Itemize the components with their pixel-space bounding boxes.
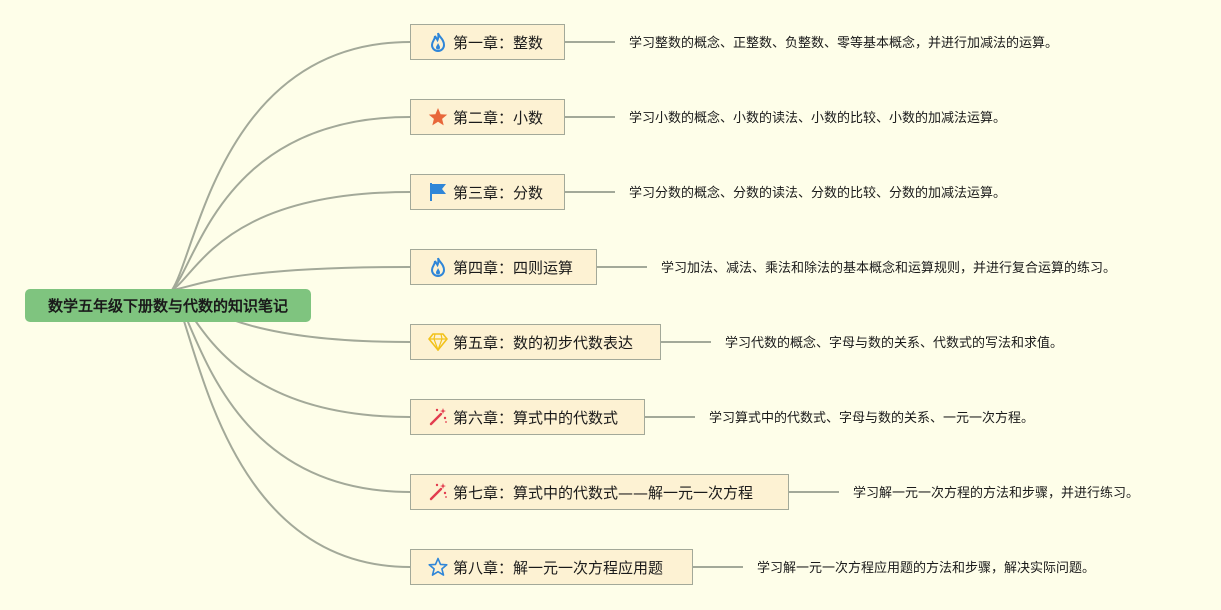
root-to-chapter-connector [171,266,411,291]
chapter-title: 第五章：数的初步代数表达 [453,333,634,352]
root-to-chapter-connector [171,116,411,291]
root-to-chapter-connector [171,191,411,291]
magic-wand-icon [427,406,449,428]
chapter-node-7[interactable]: 第七章：算式中的代数式——解一元一次方程 [410,474,789,510]
chapter-node-6[interactable]: 第六章：算式中的代数式 [410,399,645,435]
flag-icon [427,181,449,203]
chapter-node-2[interactable]: 第二章：小数 [410,99,565,135]
chapter-description: 学习算式中的代数式、字母与数的关系、一元一次方程。 [709,411,1035,426]
root-to-chapter-connector [171,41,411,291]
star-icon [427,106,449,128]
chapter-title: 第三章：分数 [453,183,544,202]
chapter-description: 学习整数的概念、正整数、负整数、零等基本概念，并进行加减法的运算。 [629,36,1059,51]
chapter-title: 第一章：整数 [453,33,544,52]
diamond-icon [427,331,449,353]
chapter-node-5[interactable]: 第五章：数的初步代数表达 [410,324,661,360]
magic-wand-icon [427,481,449,503]
chapter-node-3[interactable]: 第三章：分数 [410,174,565,210]
chapter-title: 第六章：算式中的代数式 [453,408,619,427]
chapter-description: 学习分数的概念、分数的读法、分数的比较、分数的加减法运算。 [629,186,1007,201]
chapter-description: 学习解一元一次方程应用题的方法和步骤，解决实际问题。 [757,561,1096,576]
fire-icon [427,31,449,53]
fire-icon [427,256,449,278]
chapter-title: 第八章：解一元一次方程应用题 [453,558,664,577]
chapter-node-1[interactable]: 第一章：整数 [410,24,565,60]
root-topic[interactable]: 数学五年级下册数与代数的知识笔记 [25,289,311,322]
chapter-node-4[interactable]: 第四章：四则运算 [410,249,597,285]
chapter-description: 学习代数的概念、字母与数的关系、代数式的写法和求值。 [725,336,1064,351]
root-to-chapter-connector [171,289,411,568]
root-topic-label: 数学五年级下册数与代数的知识笔记 [47,297,288,315]
star-outline-icon [427,556,449,578]
chapter-description: 学习小数的概念、小数的读法、小数的比较、小数的加减法运算。 [629,111,1007,126]
chapter-node-8[interactable]: 第八章：解一元一次方程应用题 [410,549,693,585]
chapter-title: 第七章：算式中的代数式——解一元一次方程 [453,483,754,502]
chapter-description: 学习解一元一次方程的方法和步骤，并进行练习。 [853,486,1140,501]
chapter-title: 第二章：小数 [453,108,544,127]
chapter-title: 第四章：四则运算 [453,258,574,277]
chapter-description: 学习加法、减法、乘法和除法的基本概念和运算规则，并进行复合运算的练习。 [661,261,1117,276]
